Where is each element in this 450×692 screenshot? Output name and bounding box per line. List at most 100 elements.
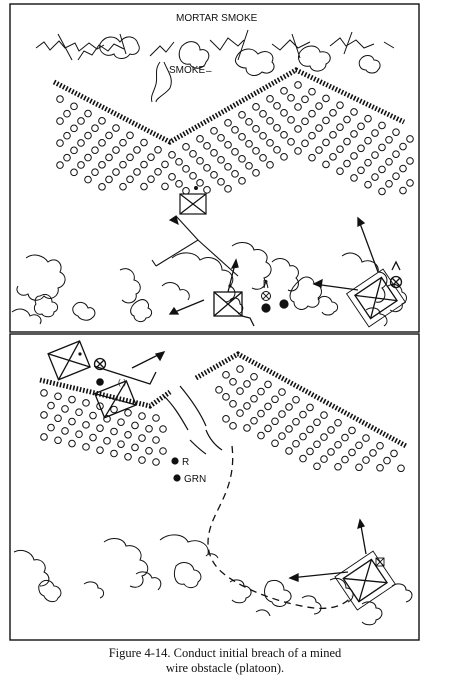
mine-circle (196, 135, 204, 143)
mine-circle (250, 416, 258, 425)
mine-circle (145, 446, 153, 455)
mine-circle (133, 168, 141, 176)
mine-circle (222, 415, 230, 423)
mine-circle (378, 143, 386, 152)
breach-vehicle-dot (228, 284, 232, 288)
mine-circle (252, 125, 260, 133)
mine-circle (47, 401, 55, 410)
mine-circle (376, 463, 384, 472)
mine-circle (306, 403, 314, 412)
mine-circle (245, 140, 253, 148)
mine-circle (306, 425, 314, 434)
mine-circle (238, 133, 246, 141)
mine-circle (308, 131, 316, 140)
mine-circle (322, 160, 330, 169)
mine-circle (159, 425, 167, 433)
mine-circle (273, 146, 281, 154)
mine-circle (308, 109, 316, 118)
mine-circle (399, 164, 407, 173)
mine-circle (54, 392, 62, 401)
mine-circle (315, 102, 323, 110)
mine-circle (294, 147, 302, 155)
mine-circle (315, 146, 323, 154)
assault-dot-a (96, 378, 104, 386)
bottom-panel-frame (9, 333, 420, 641)
mine-circle (390, 449, 398, 458)
mine-circle (82, 399, 90, 407)
caption-line-2: wire obstacle (platoon). (165, 661, 285, 675)
mine-circle (357, 166, 365, 175)
mine-circle (369, 449, 377, 457)
mine-circle (56, 139, 64, 147)
mine-circle (383, 456, 391, 465)
mine-circle (280, 131, 288, 139)
mine-circle (320, 455, 328, 463)
mine-circle (124, 431, 132, 439)
mine-circle (371, 173, 379, 181)
mine-circle (138, 412, 146, 420)
mine-circle (287, 116, 295, 124)
mine-circle (371, 129, 379, 137)
mine-circle (168, 173, 176, 181)
minefield-top (56, 81, 414, 196)
mine-circle (61, 427, 69, 435)
mine-circle (224, 185, 232, 193)
mine-circle (161, 160, 169, 169)
mine-circle (196, 179, 204, 187)
mine-circle (217, 156, 225, 164)
mine-circle (406, 135, 414, 143)
assault-element-bottom (47, 340, 166, 419)
mine-circle (61, 405, 69, 413)
mine-circle (371, 151, 379, 159)
mine-circle (334, 462, 342, 471)
mine-circle (105, 153, 113, 162)
mine-circle (196, 157, 204, 165)
mine-circle (54, 436, 62, 445)
mine-circle (334, 418, 342, 427)
mine-circle (320, 411, 328, 419)
mine-circle (264, 402, 272, 411)
mine-circle (385, 157, 393, 166)
mine-circle (75, 430, 83, 439)
mine-circle (215, 386, 223, 394)
mine-circle (82, 443, 90, 451)
mine-circle (103, 415, 111, 423)
mine-circle (231, 170, 239, 178)
mine-circle (124, 409, 132, 417)
svg-text:R: R (263, 280, 268, 287)
mine-circle (329, 131, 337, 139)
mine-circle (364, 114, 372, 123)
smoke-dash-label: – (206, 66, 212, 77)
mine-circle (63, 109, 71, 118)
mine-circle (259, 110, 267, 118)
mine-circle (133, 146, 141, 154)
mine-circle (224, 141, 232, 149)
mine-circle (285, 425, 293, 433)
mine-circle (364, 180, 372, 189)
mine-circle (117, 418, 125, 426)
mine-circle (313, 418, 321, 427)
mine-circle (210, 149, 218, 157)
mine-circle (273, 124, 281, 132)
mine-circle (161, 182, 169, 191)
mine-circle (329, 153, 337, 161)
mine-circle (299, 454, 307, 463)
mine-circle (236, 365, 244, 373)
mine-circle (103, 437, 111, 445)
top-panel-frame (9, 3, 420, 333)
mine-circle (56, 117, 64, 125)
breach-point-dot (194, 186, 198, 190)
mine-circle (336, 101, 344, 109)
mine-circle (243, 380, 251, 388)
mine-circle (336, 123, 344, 131)
mine-circle (203, 142, 211, 150)
treeline-bottom (13, 534, 413, 626)
mine-circle (229, 400, 237, 408)
mine-circle (203, 164, 211, 172)
mine-circle (257, 409, 265, 418)
mine-circle (119, 138, 127, 147)
mine-circle (98, 183, 106, 191)
mine-circle (252, 103, 260, 111)
mine-circle (294, 103, 302, 111)
mine-circle (182, 143, 190, 151)
